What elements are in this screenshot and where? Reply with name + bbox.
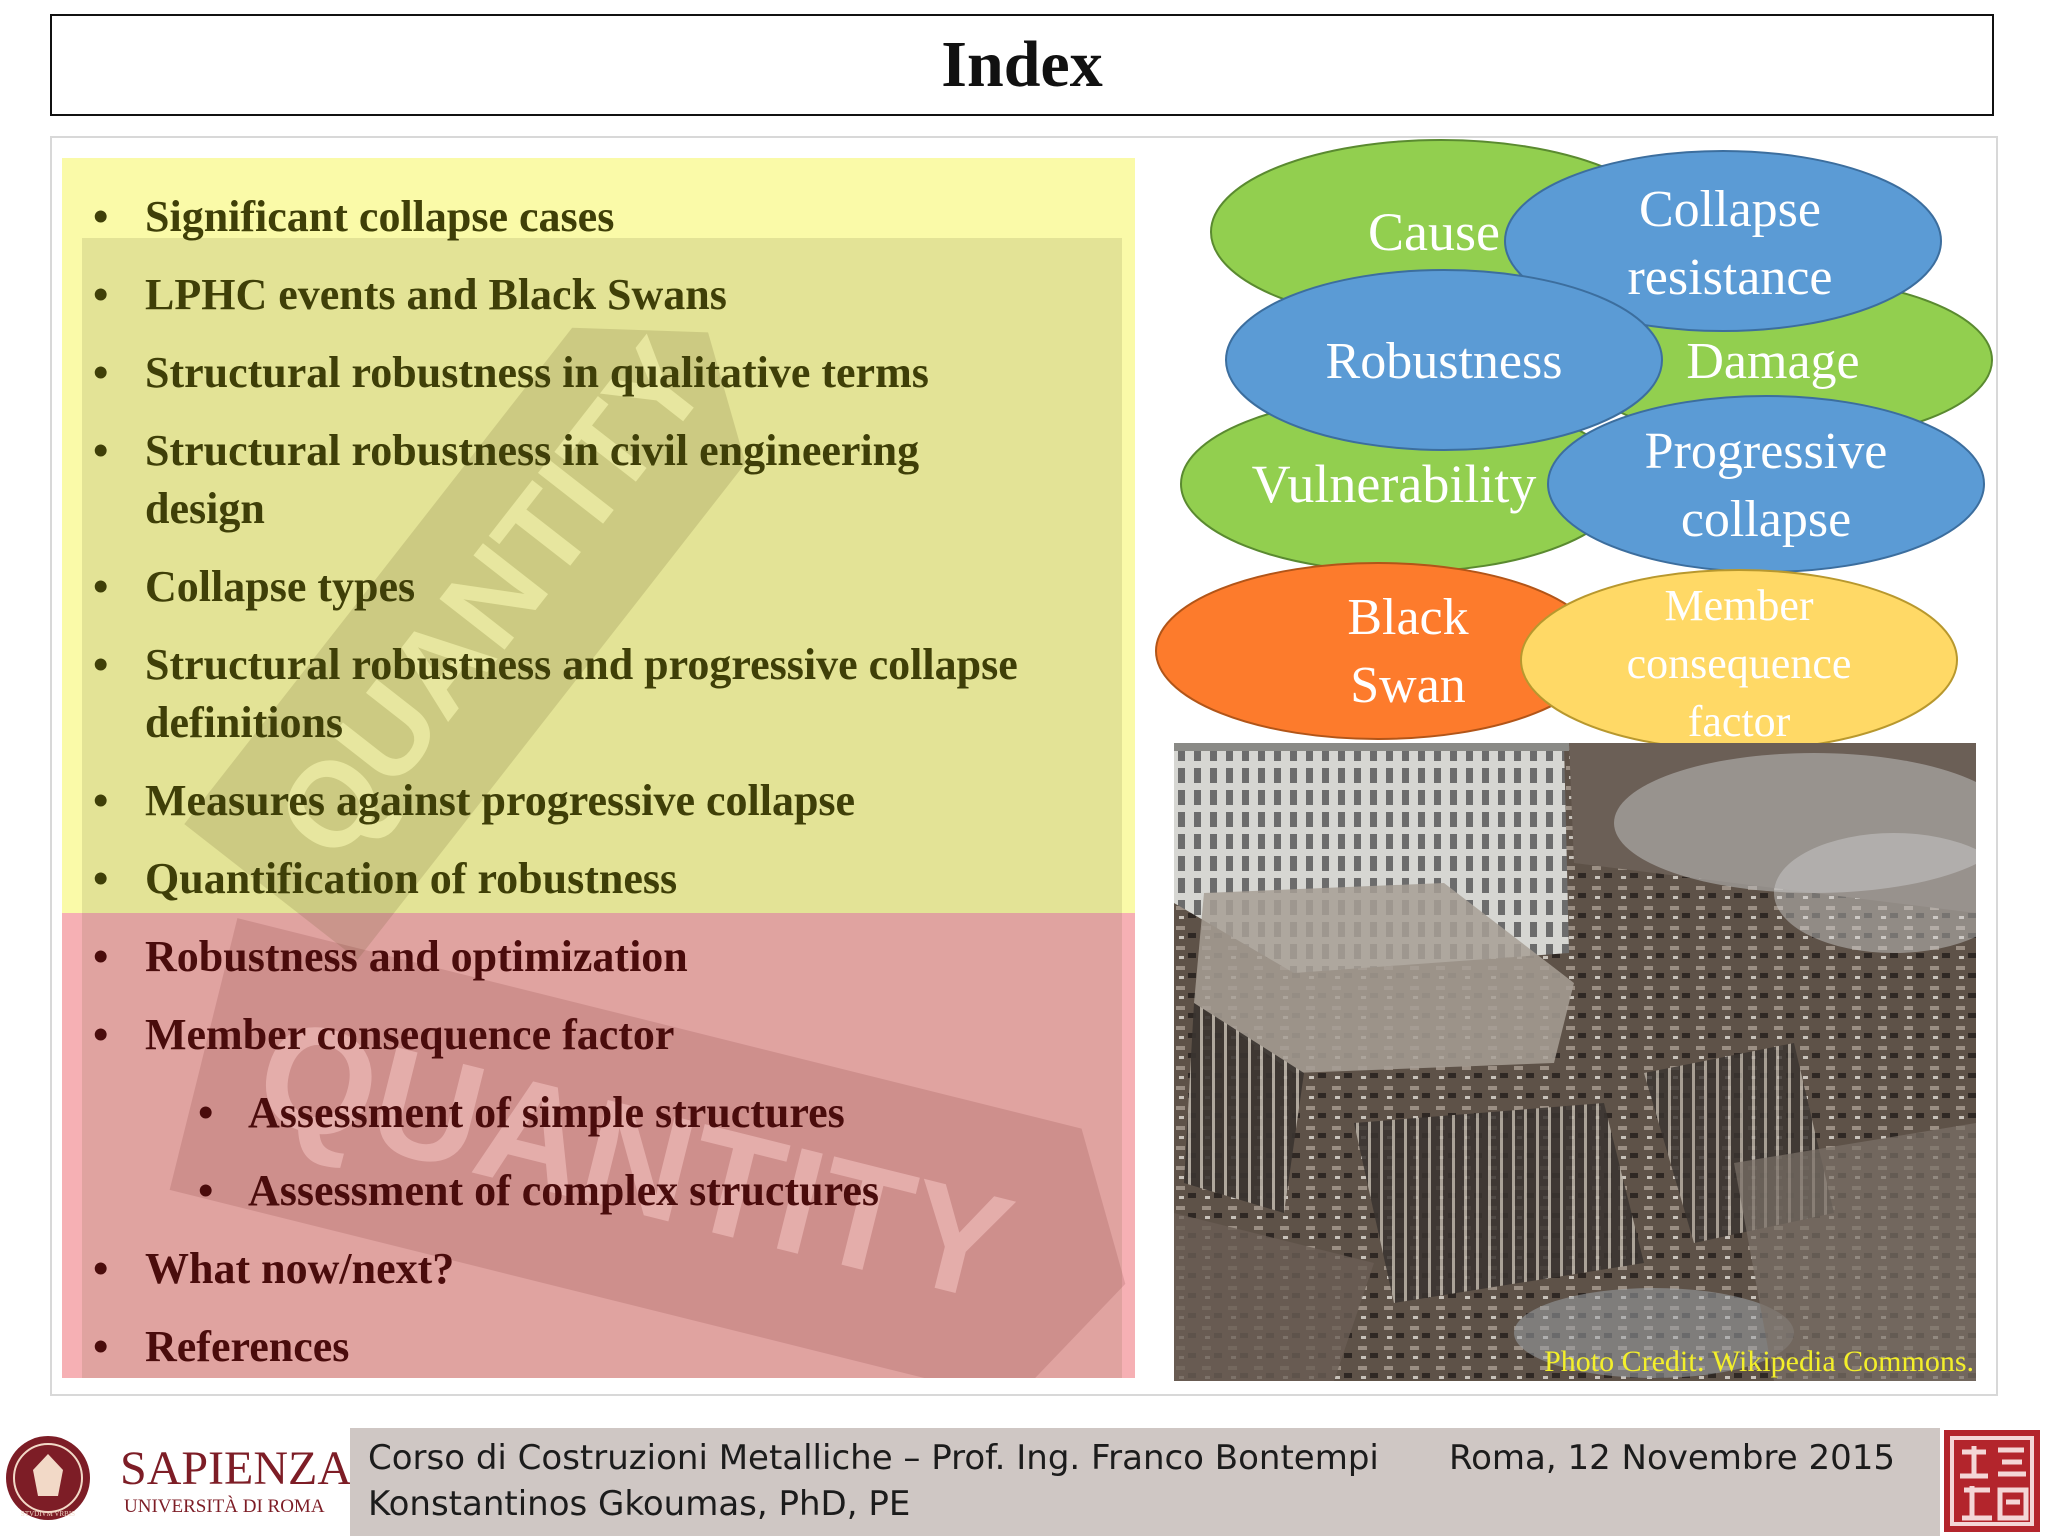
content-frame xyxy=(50,136,1998,1396)
list-item: •Structural robustness and progressive c… xyxy=(93,636,1018,694)
slide-title: Index xyxy=(941,28,1103,101)
bullet-icon: • xyxy=(93,348,109,397)
photo-credit: Photo Credit: Wikipedia Commons. xyxy=(1544,1345,1974,1378)
list-item: •Structural robustness in qualitative te… xyxy=(93,344,929,402)
title-box: Index xyxy=(50,14,1994,116)
damage-label: Damage xyxy=(1686,333,1859,390)
list-item: •Structural robustness in civil engineer… xyxy=(93,422,919,480)
course-line: Corso di Costruzioni Metalliche – Prof. … xyxy=(368,1438,1379,1478)
collapse-resistance-label-2: resistance xyxy=(1627,249,1832,306)
bullet-icon: • xyxy=(93,426,109,475)
bullet-icon: • xyxy=(93,270,109,319)
author-line: Konstantinos Gkoumas, PhD, PE xyxy=(368,1484,911,1524)
bullet-icon: • xyxy=(93,192,109,241)
bullet-icon: • xyxy=(93,1322,109,1371)
concept-ellipses: Cause Damage Vulnerability Collapse resi… xyxy=(1155,139,1993,751)
cause-label: Cause xyxy=(1368,202,1500,262)
bullet-icon: • xyxy=(93,640,109,689)
black-swan-label-1: Black xyxy=(1347,589,1468,646)
collapse-photo: Photo Credit: Wikipedia Commons. xyxy=(1174,743,1976,1381)
list-item: •Measures against progressive collapse xyxy=(93,772,855,830)
collapse-resistance-label-1: Collapse xyxy=(1639,181,1821,238)
black-swan-label-2: Swan xyxy=(1350,657,1466,714)
footer-bar: Corso di Costruzioni Metalliche – Prof. … xyxy=(350,1428,1940,1536)
member-label-3: factor xyxy=(1688,697,1791,746)
robustness-ellipse xyxy=(1225,269,1663,451)
vulnerability-label: Vulnerability xyxy=(1252,454,1537,514)
list-item: •What now/next? xyxy=(93,1240,454,1298)
bullet-icon: • xyxy=(93,562,109,611)
bullet-icon: • xyxy=(93,854,109,903)
list-item: •LPHC events and Black Swans xyxy=(93,266,727,324)
list-item-continuation: design xyxy=(145,484,265,533)
list-item: •Member consequence factor xyxy=(93,1006,674,1064)
list-item: •Quantification of robustness xyxy=(93,850,677,908)
date-line: Roma, 12 Novembre 2015 xyxy=(1448,1438,1895,1478)
collapse-resistance-ellipse xyxy=(1504,150,1942,332)
progressive-collapse-label-2: collapse xyxy=(1681,491,1851,548)
logo-subtitle: UNIVERSITÀ DI ROMA xyxy=(124,1495,325,1517)
list-subitem: •Assessment of complex structures xyxy=(198,1162,879,1220)
progressive-collapse-label-1: Progressive xyxy=(1645,423,1888,480)
red-stamp-icon xyxy=(1944,1430,2040,1532)
bullet-icon: • xyxy=(93,1244,109,1293)
bullet-icon: • xyxy=(93,932,109,981)
member-label-1: Member xyxy=(1664,581,1813,630)
list-item: •Robustness and optimization xyxy=(93,928,688,986)
seal-text: STVDIVM VRBIS xyxy=(21,1510,75,1518)
red-band xyxy=(62,913,1135,1378)
collapse-photo-image xyxy=(1174,743,1976,1381)
bullet-icon: • xyxy=(93,1010,109,1059)
bullet-list: •Significant collapse cases •LPHC events… xyxy=(62,158,1135,1378)
bullet-icon: • xyxy=(198,1088,214,1137)
index-list-panel: QUANTITY QUANTITY •Significant collapse … xyxy=(62,158,1135,1378)
list-item: •Collapse types xyxy=(93,558,415,616)
bullet-icon: • xyxy=(198,1166,214,1215)
list-item: •Significant collapse cases xyxy=(93,188,614,246)
bullet-icon: • xyxy=(93,776,109,825)
logo-wordmark: SAPIENZA xyxy=(120,1442,350,1495)
yellow-band xyxy=(62,158,1135,913)
member-label-2: consequence xyxy=(1627,639,1852,688)
robustness-label: Robustness xyxy=(1326,333,1563,390)
list-item-continuation: definitions xyxy=(145,698,344,747)
quantity-sign-background: QUANTITY QUANTITY xyxy=(82,238,1126,1378)
sapienza-logo: STVDIVM VRBIS SAPIENZA UNIVERSITÀ DI ROM… xyxy=(6,1436,350,1520)
list-item: •References xyxy=(93,1318,349,1376)
list-subitem: •Assessment of simple structures xyxy=(198,1084,845,1142)
